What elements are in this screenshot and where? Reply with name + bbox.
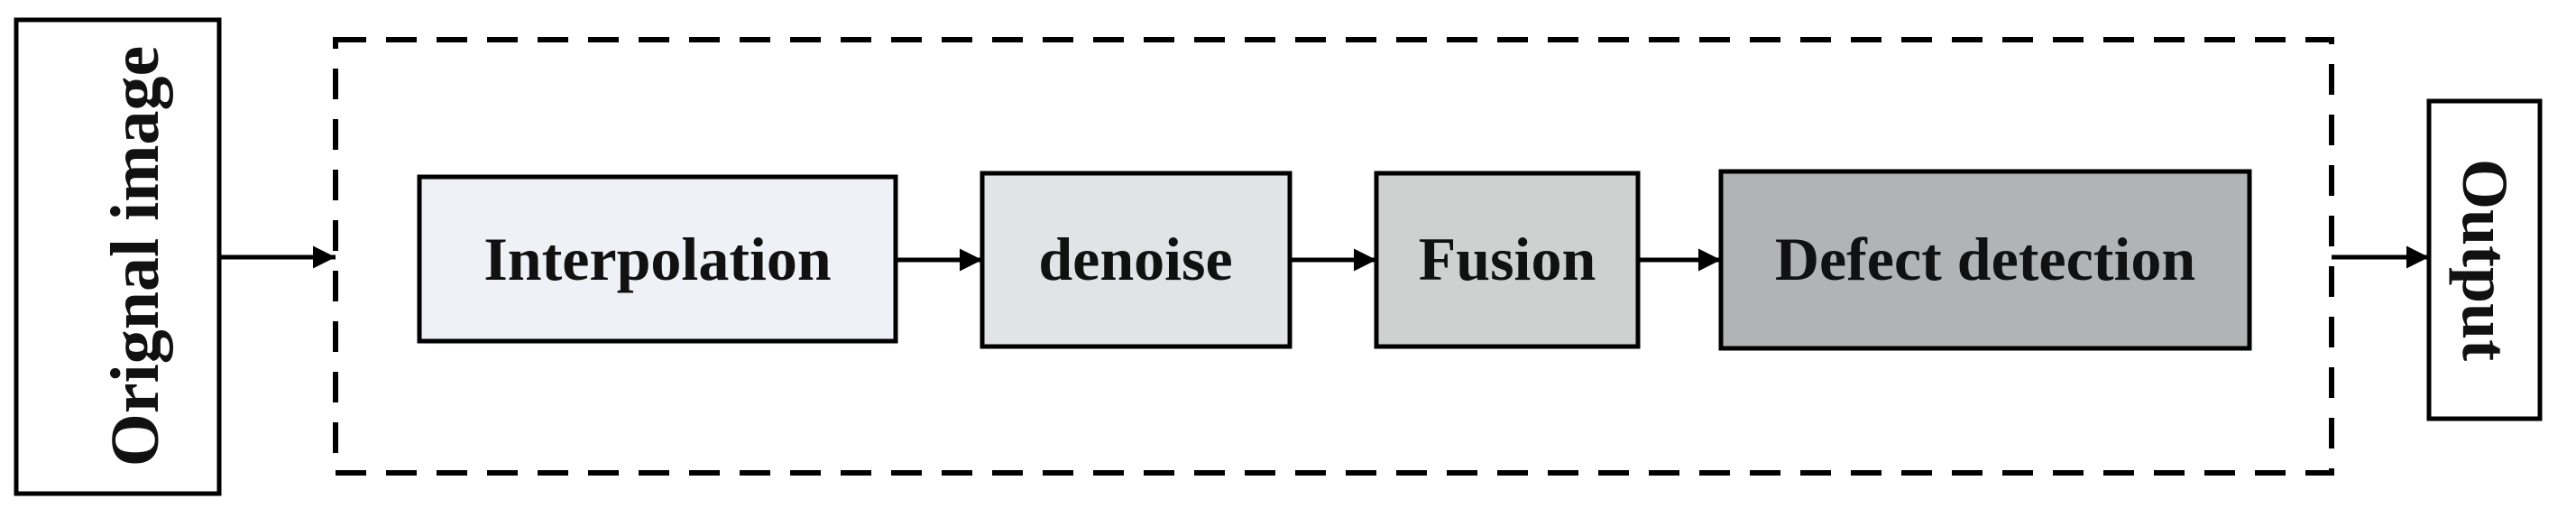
step-denoise-label: denoise [1038, 225, 1232, 293]
input-box [14, 17, 222, 496]
step-interpolation-label: Interpolation [483, 225, 831, 293]
step-interpolation-box [417, 174, 898, 344]
step-defect-detection-label: Defect detection [1775, 225, 2195, 293]
output-label: Output [2449, 159, 2521, 361]
step-denoise-box [980, 171, 1293, 349]
input-label: Orignal image [97, 46, 173, 467]
step-fusion-label: Fusion [1419, 225, 1596, 293]
step-fusion-box [1374, 171, 1641, 349]
step-defect-detection-box [1718, 169, 2252, 351]
output-box [2426, 98, 2543, 421]
